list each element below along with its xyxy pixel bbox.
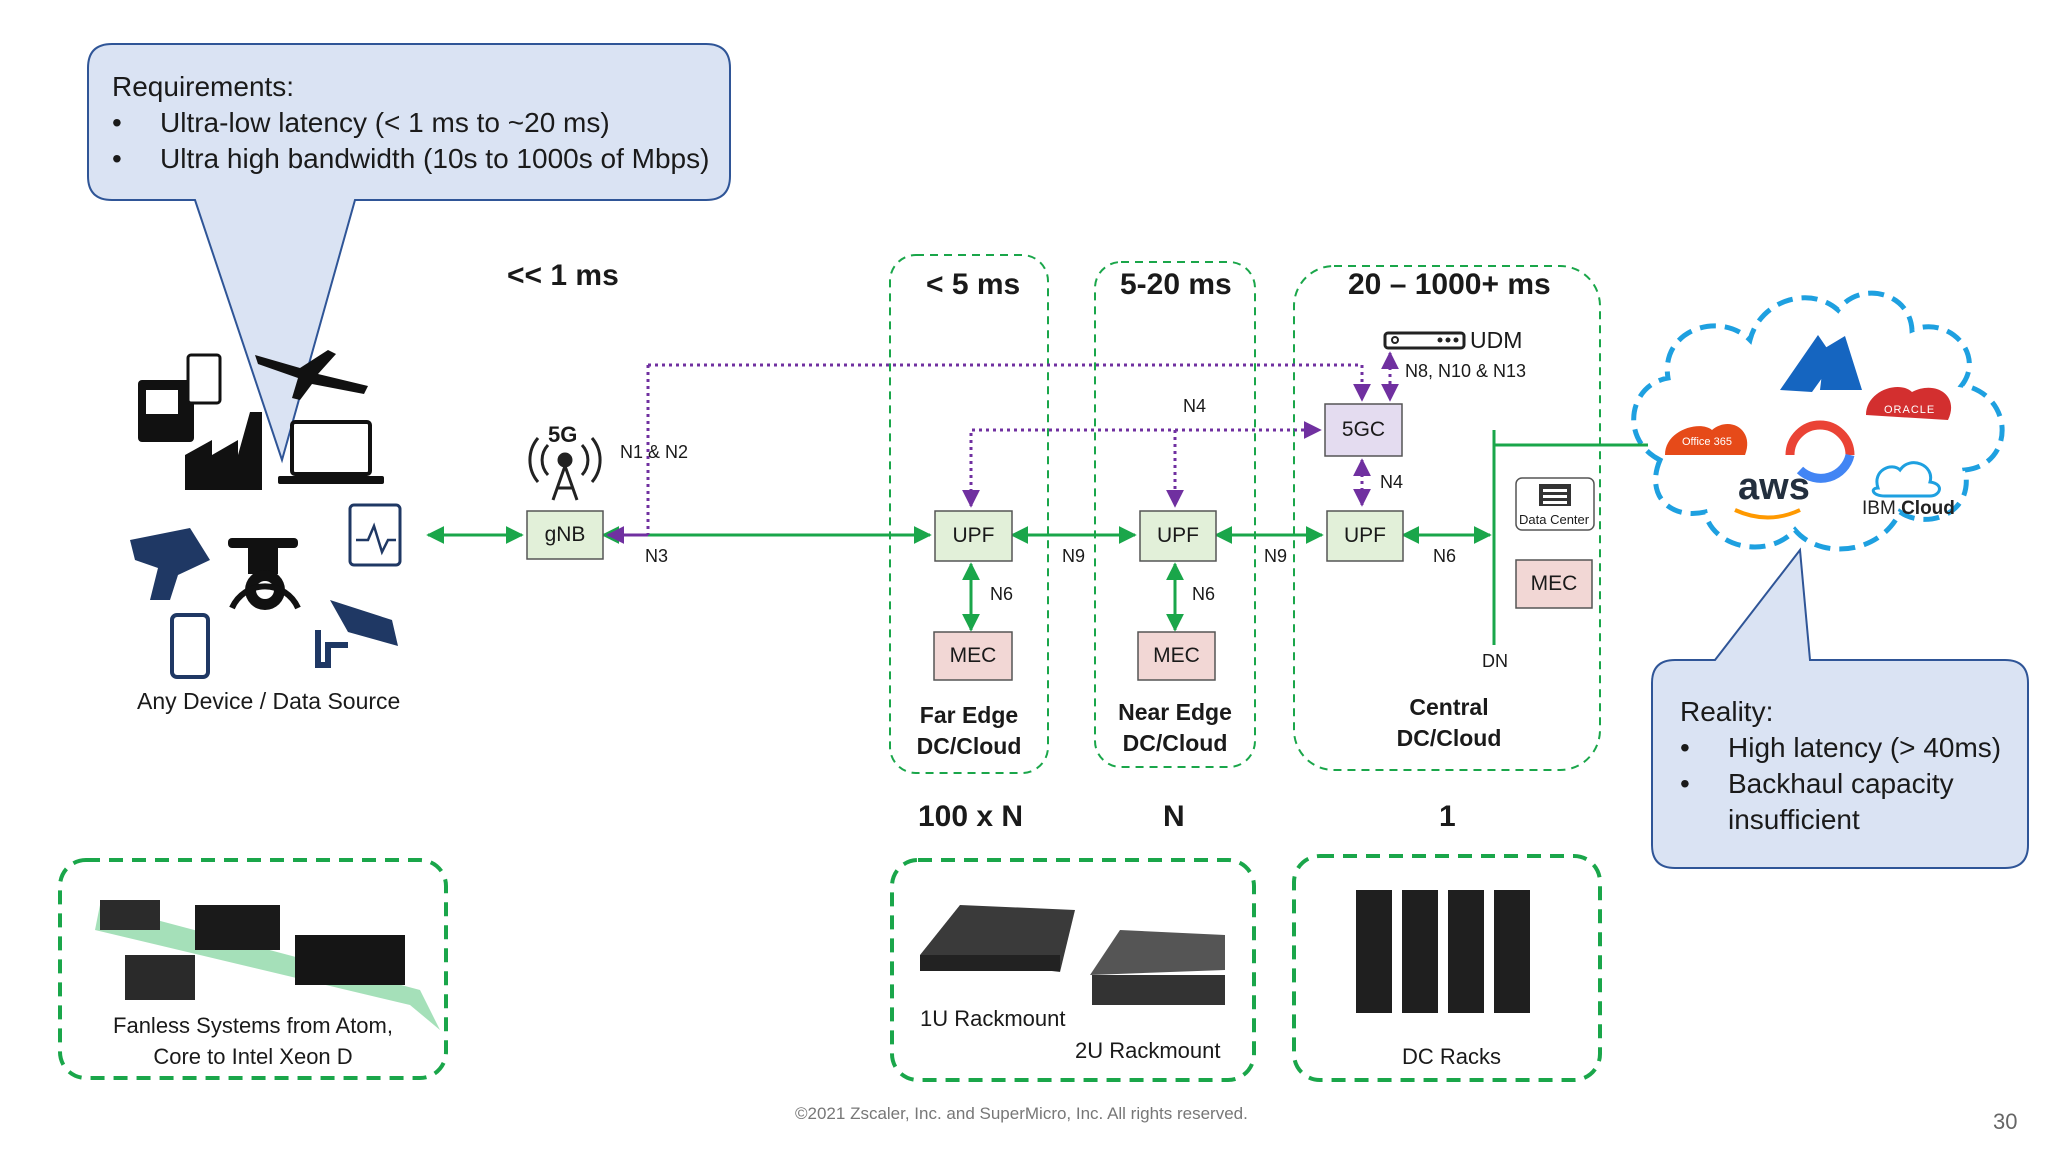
2u-rackmount-image (1090, 930, 1225, 1005)
rack-1u-caption: 1U Rackmount (920, 1006, 1066, 1031)
reality-title: Reality: (1680, 696, 1774, 727)
card-reader-icon (186, 353, 222, 405)
n9-label-b: N9 (1264, 546, 1288, 566)
latency-central: 20 – 1000+ ms (1348, 268, 1551, 301)
rack-2u-caption: 2U Rackmount (1075, 1038, 1221, 1063)
airplane-icon (255, 350, 368, 400)
barcode-scanner-icon (130, 528, 210, 600)
n9-label-a: N9 (1062, 546, 1086, 566)
google-cloud-logo-b (1796, 453, 1855, 483)
aws-label: aws (1738, 466, 1810, 508)
drone-icon (228, 538, 301, 610)
ibm-cloud-logo (1871, 461, 1941, 498)
1u-rackmount-image (920, 905, 1075, 972)
5gc-box (1324, 403, 1403, 457)
cloud-shape (1631, 290, 2005, 552)
reality-text: Reality: •High latency (> 40ms) •Backhau… (1680, 696, 2002, 835)
n3-label: N3 (645, 546, 669, 566)
rackmount-box (890, 858, 1256, 1082)
reality-item: Backhaul capacity (1728, 768, 1954, 799)
n4-far-link (962, 421, 1322, 508)
fanless-caption: Fanless Systems from Atom, Core to Intel… (113, 1013, 393, 1069)
far-edge-caption: Far Edge DC/Cloud (916, 702, 1022, 759)
dc-racks-box (1292, 854, 1602, 1082)
latency-device: << 1 ms (507, 259, 619, 292)
central-zone (1293, 265, 1601, 771)
n8n10n13-label: N8, N10 & N13 (1405, 361, 1527, 381)
reality-callout (1651, 547, 2029, 869)
data-center-icon (1539, 484, 1571, 506)
n4-central-label: N4 (1380, 472, 1404, 492)
laptop-icon (290, 420, 372, 476)
scale-central: 1 (1439, 800, 1456, 833)
page-number: 30 (1993, 1109, 2018, 1134)
azure-logo (1780, 335, 1862, 392)
dn-label: DN (1482, 651, 1508, 671)
dc-racks-caption: DC Racks (1402, 1044, 1502, 1069)
gnb-box (526, 510, 604, 560)
latency-far-edge: < 5 ms (926, 268, 1021, 301)
n1n2-link (648, 363, 1371, 402)
dc-racks-image (1356, 890, 1530, 1013)
fanless-box (58, 858, 448, 1080)
mec-far-box (933, 631, 1013, 681)
near-edge-caption: Near Edge DC/Cloud (1118, 699, 1232, 756)
google-cloud-logo (1785, 420, 1855, 456)
upf-central-label: UPF (1344, 524, 1386, 547)
5g-tower-icon (528, 437, 602, 501)
aws-smile-icon (1734, 508, 1801, 520)
scale-far: 100 x N (918, 800, 1024, 833)
data-center-label: Data Center (1519, 512, 1590, 527)
mec-central-label: MEC (1530, 572, 1578, 595)
fanless-systems-image (95, 900, 440, 1030)
reality-item: High latency (> 40ms) (1728, 732, 2002, 763)
upf-near-label: UPF (1157, 524, 1199, 547)
security-camera-icon (330, 600, 398, 646)
far-edge-zone (889, 254, 1049, 774)
upf-far-label: UPF (952, 524, 995, 547)
upf-far-box (934, 510, 1013, 562)
udm-label: UDM (1470, 327, 1523, 353)
n4-top-label: N4 (1183, 396, 1207, 416)
factory-icon (185, 412, 262, 490)
medical-clipboard-icon (348, 503, 402, 567)
copyright: ©2021 Zscaler, Inc. and SuperMicro, Inc.… (795, 1104, 1248, 1123)
office-365-label: Office 365 (1682, 436, 1732, 448)
device-icons (130, 350, 402, 679)
oracle-logo (1866, 386, 1952, 420)
requirement-item: Ultra high bandwidth (10s to 1000s of Mb… (160, 143, 710, 174)
upf-central-box (1326, 510, 1404, 562)
n1n2-label: N1 & N2 (620, 442, 689, 462)
requirements-callout (87, 43, 731, 464)
reality-item: insufficient (1728, 804, 1860, 835)
udm-server-icon (1383, 331, 1466, 350)
requirements-title: Requirements: (112, 71, 295, 102)
upf-near-box (1139, 510, 1217, 562)
gnb-label: gNB (544, 523, 586, 546)
5g-label: 5G (548, 422, 578, 447)
n6-far-label: N6 (990, 584, 1014, 604)
smartphone-icon (170, 613, 210, 679)
mec-far-label: MEC (949, 644, 997, 667)
oracle-label: ORACLE (1884, 404, 1936, 416)
device-caption: Any Device / Data Source (137, 688, 401, 714)
requirements-text: Requirements: •Ultra-low latency (< 1 ms… (112, 71, 710, 174)
mec-near-label: MEC (1153, 644, 1200, 667)
office-365-logo (1665, 424, 1748, 455)
mec-near-box (1137, 631, 1216, 681)
requirement-item: Ultra-low latency (< 1 ms to ~20 ms) (160, 107, 610, 138)
mec-central-box (1515, 559, 1593, 609)
n6-central-label: N6 (1433, 546, 1457, 566)
5gc-label: 5GC (1341, 418, 1386, 441)
n6-near-label: N6 (1192, 584, 1216, 604)
scale-near: N (1163, 800, 1185, 833)
central-caption: Central DC/Cloud (1396, 694, 1502, 751)
latency-near-edge: 5-20 ms (1120, 268, 1232, 301)
ibm-cloud-label: IBM Cloud (1862, 498, 1955, 519)
